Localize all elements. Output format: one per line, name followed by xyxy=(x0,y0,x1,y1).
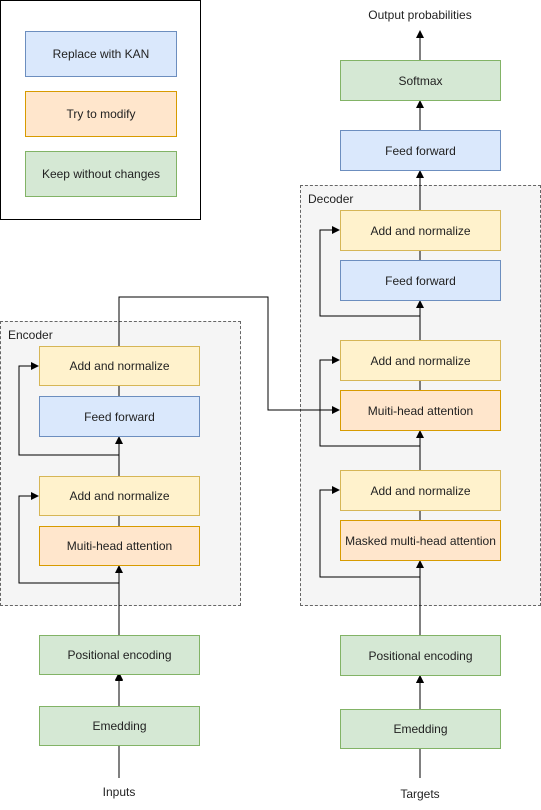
encoder-add-normalize-top: Add and normalize xyxy=(39,346,200,386)
decoder-add-normalize-mid: Add and normalize xyxy=(340,340,501,381)
decoder-label: Decoder xyxy=(308,192,354,206)
decoder-residual-1 xyxy=(319,486,420,578)
legend-keep: Keep without changes xyxy=(25,151,177,197)
encoder-residual-1 xyxy=(18,492,119,584)
decoder-residual-2 xyxy=(319,356,420,447)
targets-label: Targets xyxy=(400,787,440,801)
encoder-to-decoder-arrow xyxy=(118,296,340,414)
decoder-feed-forward: Feed forward xyxy=(340,260,501,301)
decoder-add-normalize-bottom: Add and normalize xyxy=(340,470,501,511)
inputs-label: Inputs xyxy=(102,785,136,799)
encoder-positional-encoding: Positional encoding xyxy=(39,635,200,675)
encoder-add-normalize-bottom: Add and normalize xyxy=(39,476,200,516)
decoder-embedding: Emedding xyxy=(340,709,501,749)
decoder-masked-attention: Masked multi-head attention xyxy=(340,520,501,561)
legend-panel: Replace with KAN Try to modify Keep with… xyxy=(0,0,201,220)
output-feed-forward: Feed forward xyxy=(340,130,501,171)
softmax-box: Softmax xyxy=(340,60,501,101)
encoder-embedding: Emedding xyxy=(39,706,200,746)
decoder-positional-encoding: Positional encoding xyxy=(340,635,501,676)
legend-try-modify: Try to modify xyxy=(25,91,177,137)
decoder-add-normalize-top: Add and normalize xyxy=(340,210,501,251)
legend-replace-kan: Replace with KAN xyxy=(25,31,177,77)
encoder-label: Encoder xyxy=(8,328,53,342)
decoder-residual-3 xyxy=(319,226,420,317)
encoder-residual-2 xyxy=(18,362,119,456)
output-probabilities-label: Output probabilities xyxy=(368,8,472,22)
encoder-multi-head-attention: Muiti-head attention xyxy=(39,526,200,566)
encoder-feed-forward: Feed forward xyxy=(39,396,200,437)
decoder-multi-head-attention: Muiti-head attention xyxy=(340,390,501,431)
